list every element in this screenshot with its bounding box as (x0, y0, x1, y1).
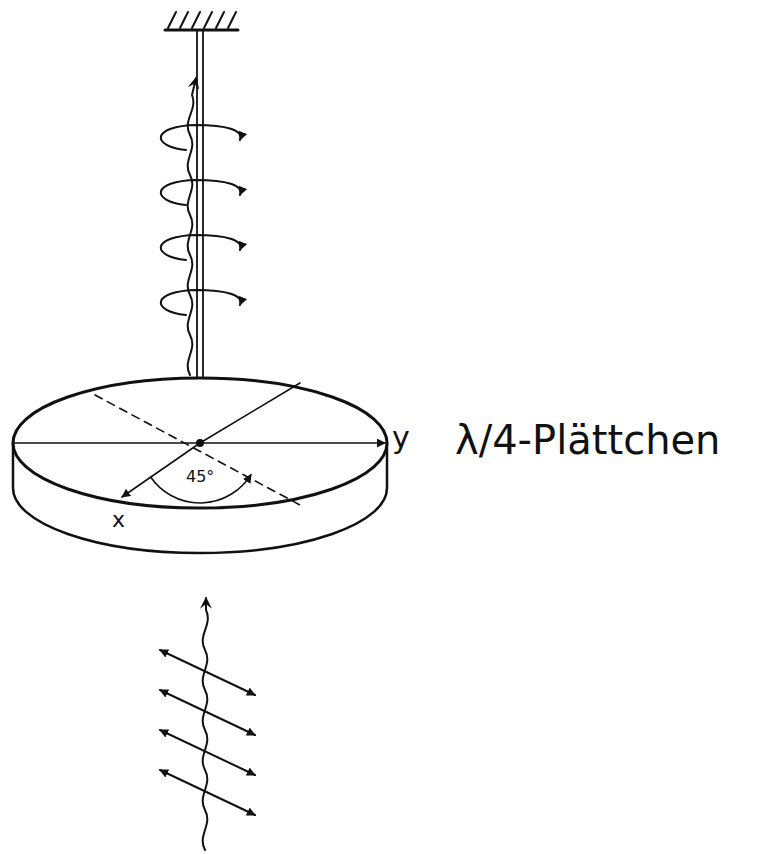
ceiling-mount (165, 12, 238, 30)
axis-label: y (392, 421, 410, 454)
axis-label: x (112, 508, 125, 532)
circular-polarized-wave (161, 78, 241, 375)
plate-disk (13, 378, 387, 553)
linear-polarized-wave (160, 598, 255, 850)
component-label: λ/4-Plättchen (455, 418, 720, 462)
angle-label: 45° (186, 468, 214, 486)
